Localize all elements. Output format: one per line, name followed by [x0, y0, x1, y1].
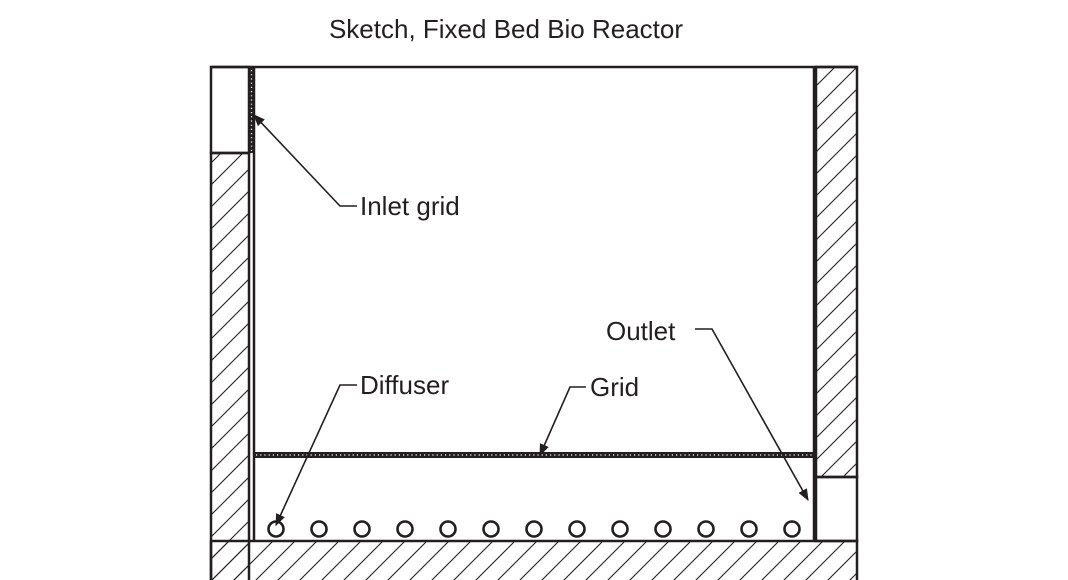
diffuser-bubble — [697, 520, 715, 538]
bed-grid — [254, 452, 814, 458]
outlet-label: Outlet — [606, 316, 676, 346]
diffuser-bubble — [353, 520, 371, 538]
inlet-grid-label: Inlet grid — [360, 191, 460, 221]
outlet-opening — [814, 475, 859, 543]
floor-hatched — [209, 539, 859, 580]
left-wall-hatched — [209, 151, 251, 580]
grid-label: Grid — [590, 372, 639, 402]
reactor-walls — [209, 65, 859, 580]
diffuser-bubble — [740, 520, 758, 538]
outlet-leader — [695, 328, 809, 502]
inlet-opening — [209, 65, 251, 155]
diffuser-bubble — [611, 520, 629, 538]
inlet-grid — [249, 67, 254, 153]
grid-leader — [539, 386, 586, 457]
reactor-outline — [209, 65, 859, 543]
diffuser-bubble — [396, 520, 414, 538]
diffuser-bubble — [310, 520, 328, 538]
diffuser-bubble — [439, 520, 457, 538]
diffuser-bubble — [482, 520, 500, 538]
diffuser-bubble — [525, 520, 543, 538]
right-wall-hatched — [814, 65, 859, 479]
inlet-grid-leader — [253, 114, 357, 207]
leader-lines — [253, 114, 809, 527]
diffuser-bubble — [654, 520, 672, 538]
diffuser-label: Diffuser — [360, 370, 449, 400]
diffuser-bubble — [783, 520, 801, 538]
diffuser-bubbles — [267, 520, 801, 538]
diagram-title: Sketch, Fixed Bed Bio Reactor — [329, 14, 683, 44]
diffuser-leader — [275, 384, 357, 527]
diffuser-bubble — [568, 520, 586, 538]
